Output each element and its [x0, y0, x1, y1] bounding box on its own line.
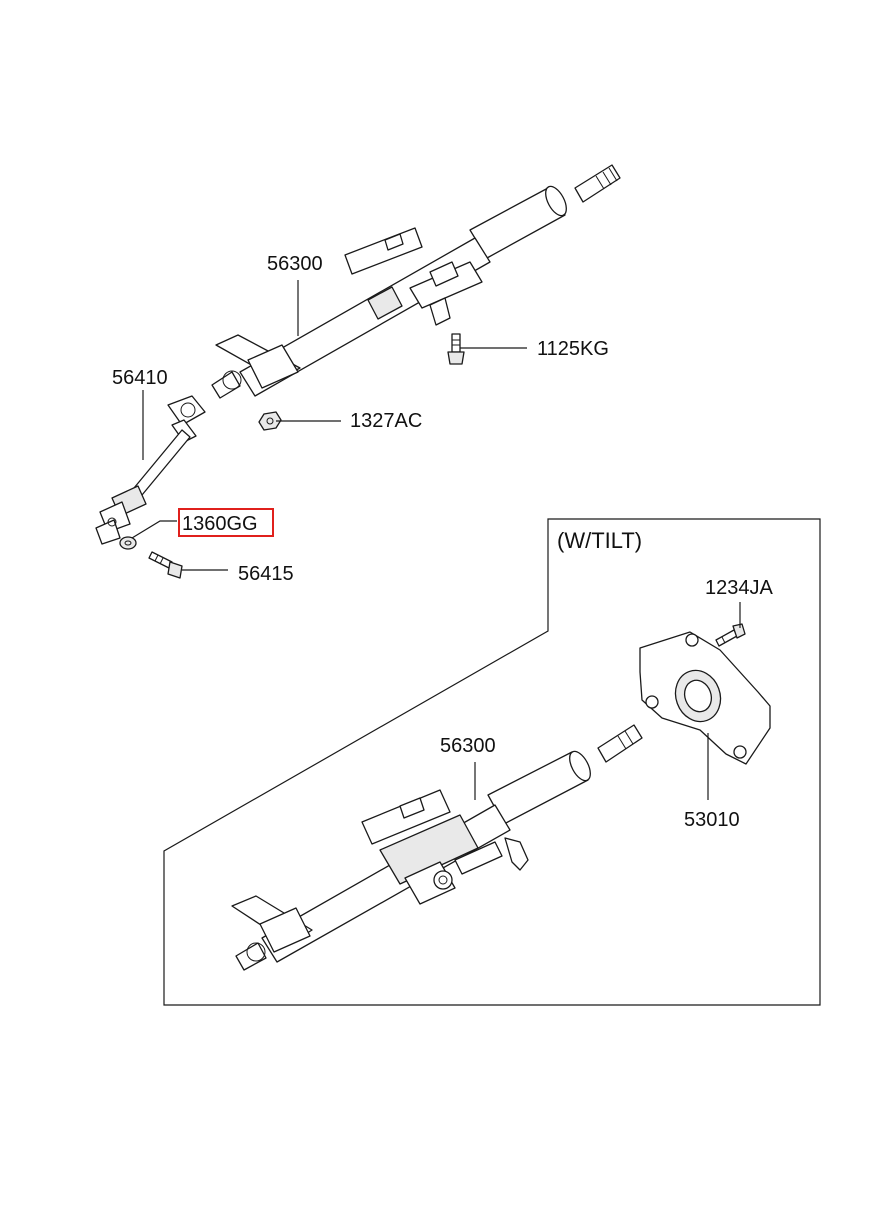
label-1360GG[interactable]: 1360GG — [182, 513, 258, 535]
lower-tilt-steering-column[interactable] — [231, 724, 643, 971]
label-1327AC: 1327AC — [350, 410, 422, 432]
label-56300-lower: 56300 — [440, 735, 496, 757]
label-56300-upper: 56300 — [267, 253, 323, 275]
lower-leader-lines — [474, 602, 741, 800]
label-56415: 56415 — [238, 563, 294, 585]
label-1234JA: 1234JA — [705, 577, 773, 599]
upper-steering-column[interactable] — [211, 164, 621, 399]
upper-leader-lines — [131, 280, 527, 571]
tilt-bracket-53010[interactable] — [639, 631, 771, 765]
label-1125KG: 1125KG — [537, 338, 609, 360]
tilt-variant-frame — [163, 518, 821, 1006]
screw-1234JA-icon[interactable] — [715, 623, 746, 647]
intermediate-shaft-56410[interactable] — [95, 395, 206, 545]
washer-1360GG-icon[interactable] — [119, 536, 137, 550]
tilt-variant-title: (W/TILT) — [557, 528, 642, 553]
highlight-box-1360GG — [178, 508, 274, 537]
bolt-56415-icon[interactable] — [148, 551, 183, 579]
label-56410: 56410 — [112, 367, 168, 389]
label-53010: 53010 — [684, 809, 740, 831]
nut-1327AC-icon[interactable] — [258, 411, 282, 431]
bolt-1125KG-icon[interactable] — [447, 333, 465, 365]
